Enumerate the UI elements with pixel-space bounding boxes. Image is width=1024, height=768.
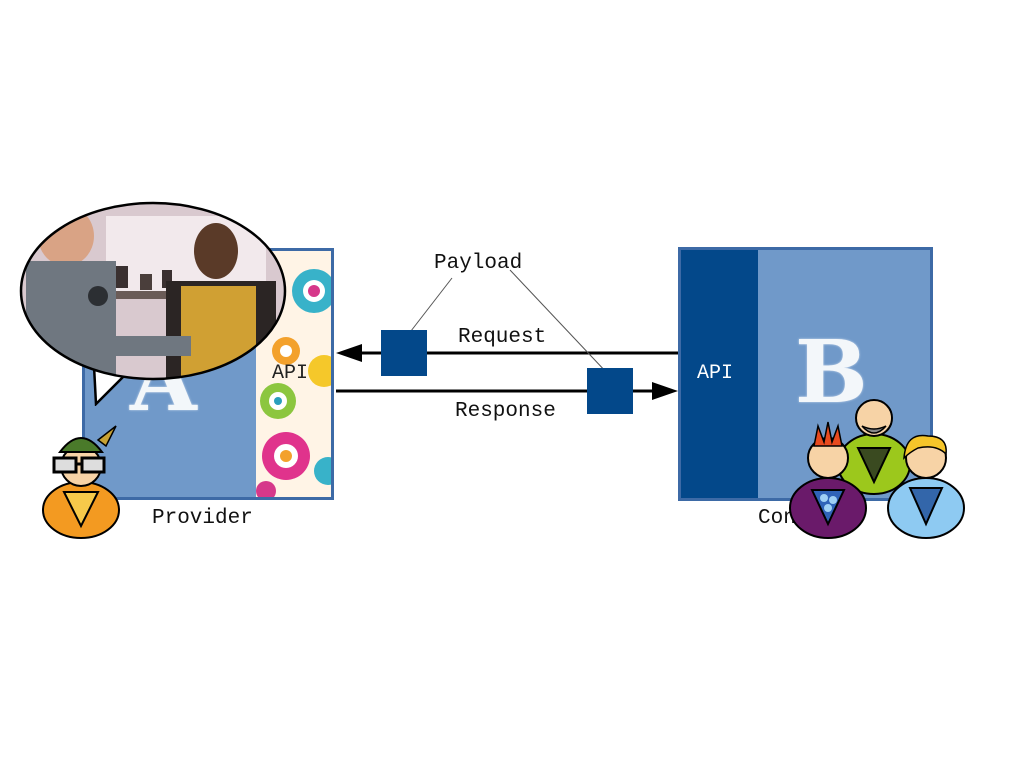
consumer-api-label: API (697, 362, 734, 385)
request-payload-block (381, 330, 427, 376)
photo-scene (21, 203, 285, 379)
request-arrowhead (336, 344, 362, 362)
provider-api-panel (256, 248, 334, 500)
request-label: Request (458, 326, 547, 349)
consumer-people-group (789, 399, 965, 539)
payload-pointer-request (403, 277, 453, 341)
response-arrowhead (652, 382, 678, 400)
system-b-letter: B (795, 322, 868, 423)
payload-label: Payload (434, 252, 523, 275)
floral-pattern (256, 269, 331, 497)
provider-label: Provider (152, 507, 253, 530)
consumer-api-panel (678, 247, 758, 501)
payload-pointer-response (509, 269, 609, 375)
response-payload-block (587, 368, 633, 414)
person-red-hair-icon (789, 421, 867, 539)
person-blonde-icon (887, 434, 965, 539)
provider-api-label: API (272, 362, 309, 385)
response-label: Response (455, 400, 556, 423)
speech-bubble (19, 201, 287, 406)
person-with-glasses-and-hat-icon (42, 425, 120, 539)
person-bald-icon (837, 399, 911, 495)
